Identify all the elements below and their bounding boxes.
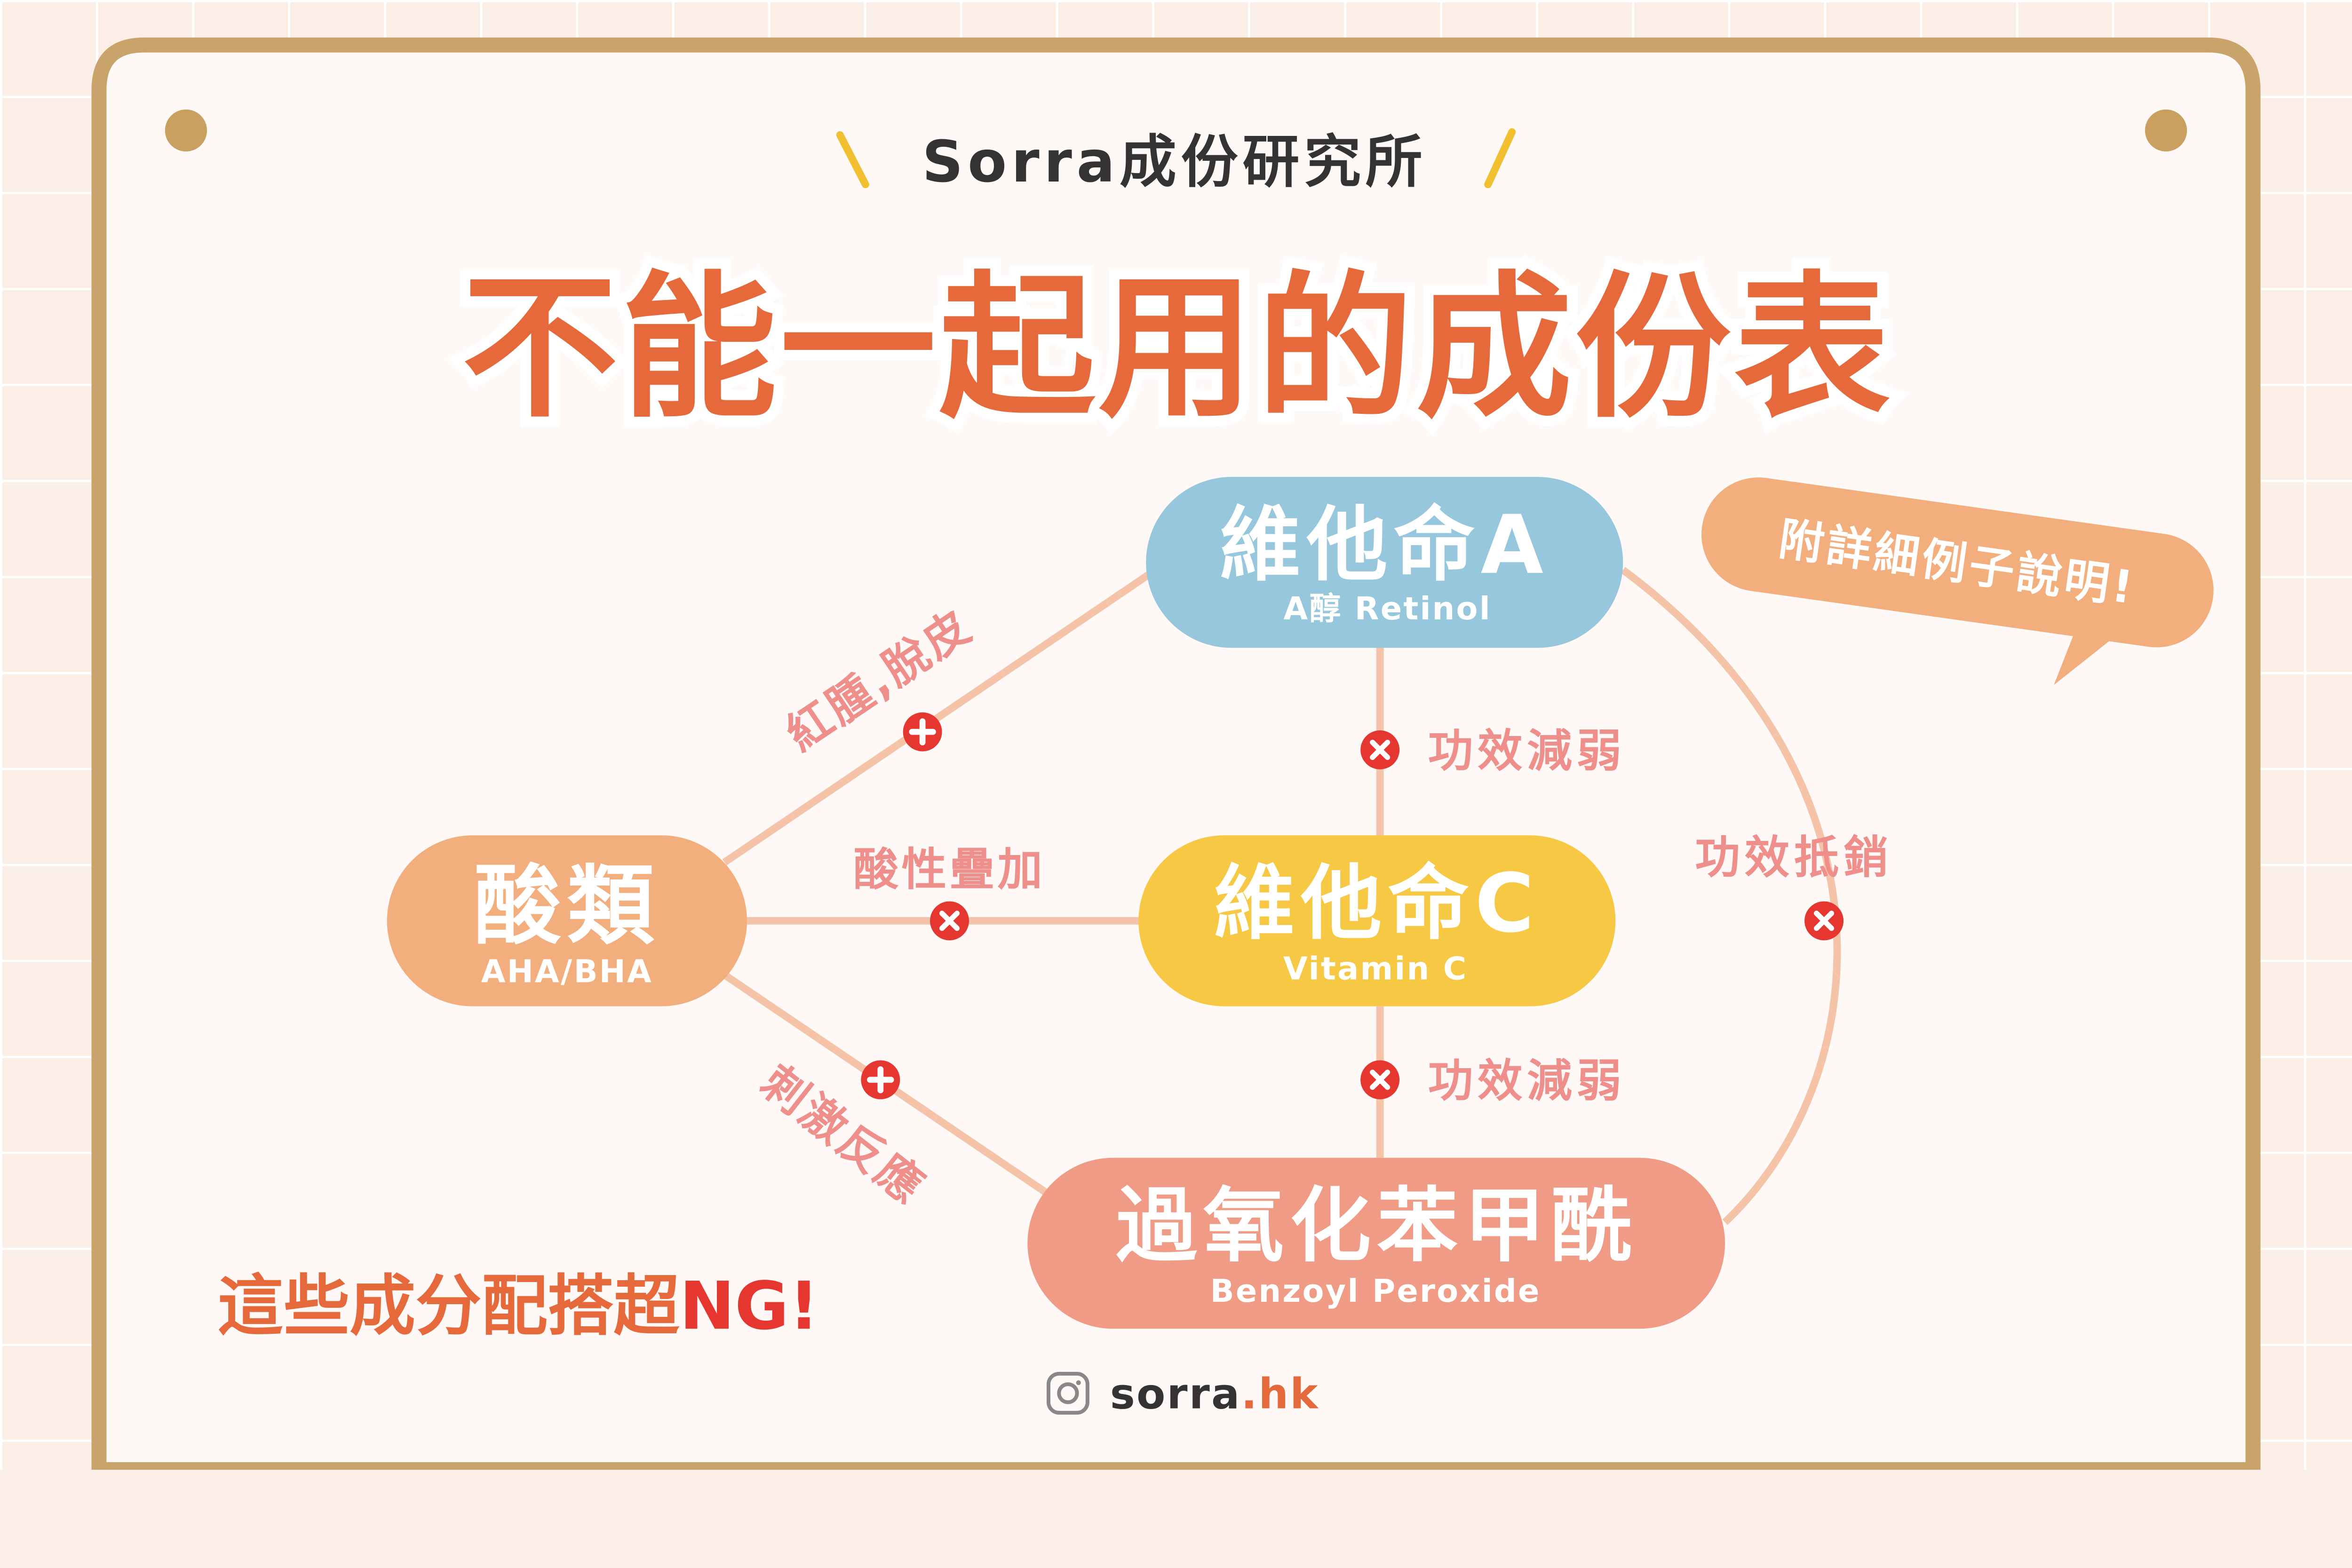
pin-dot-right: [2145, 109, 2187, 152]
footer-note-emphasis: NG!: [679, 1268, 819, 1345]
x-icon: [1804, 901, 1844, 941]
node-subtitle: A醇 Retinol: [1283, 590, 1492, 627]
page-title: 不能一起用的成份表: [462, 258, 1893, 439]
card-frame: [91, 37, 2261, 1470]
edge-label-weaken-1: 功效減弱: [1428, 724, 1626, 777]
pin-dot-left: [165, 109, 207, 152]
instagram-icon[interactable]: [1046, 1371, 1089, 1415]
footer-note-main: 這些成分配搭超: [217, 1268, 680, 1345]
plus-icon: [903, 712, 942, 752]
node-vitamin-c: 維他命C Vitamin C: [1138, 835, 1616, 1006]
social-handle[interactable]: sorra.hk: [1110, 1370, 1319, 1418]
node-subtitle: AHA/BHA: [481, 953, 653, 990]
node-subtitle: Benzoyl Peroxide: [1210, 1273, 1541, 1309]
x-icon: [930, 901, 969, 941]
x-icon: [1360, 1060, 1400, 1100]
node-vitamin-a: 維他命A A醇 Retinol: [1146, 477, 1623, 648]
node-title: 酸類: [474, 855, 660, 957]
edge-acids-vitamin-a: [722, 571, 1152, 866]
slash-right: [1484, 128, 1516, 189]
speech-bubble: 附詳細例子說明!: [1701, 477, 2214, 685]
edge-label-acidity: 酸性疊加: [853, 843, 1045, 895]
handle-name: sorra: [1110, 1370, 1241, 1418]
footer-note: 這些成分配搭超NG!: [217, 1268, 819, 1345]
node-title: 維他命A: [1220, 498, 1549, 592]
node-title: 過氧化苯甲酰: [1116, 1179, 1638, 1273]
node-bpo: 過氧化苯甲酰 Benzoyl Peroxide: [1027, 1157, 1725, 1329]
handle-domain: .hk: [1241, 1370, 1319, 1418]
edge-label-weaken-2: 功效減弱: [1428, 1054, 1626, 1107]
infographic: Sorra成份研究所 不能一起用的成份表 維他命A A醇 Retinol 維他命…: [0, 0, 2352, 1470]
node-title: 維他命C: [1214, 856, 1540, 950]
slash-left: [836, 131, 869, 189]
plus-icon: [861, 1060, 900, 1100]
edge-label-cancel: 功效抵銷: [1695, 831, 1893, 884]
node-subtitle: Vitamin C: [1283, 950, 1468, 987]
brand-header: Sorra成份研究所: [922, 129, 1427, 195]
x-icon: [1360, 730, 1400, 769]
node-acids: 酸類 AHA/BHA: [387, 835, 747, 1006]
